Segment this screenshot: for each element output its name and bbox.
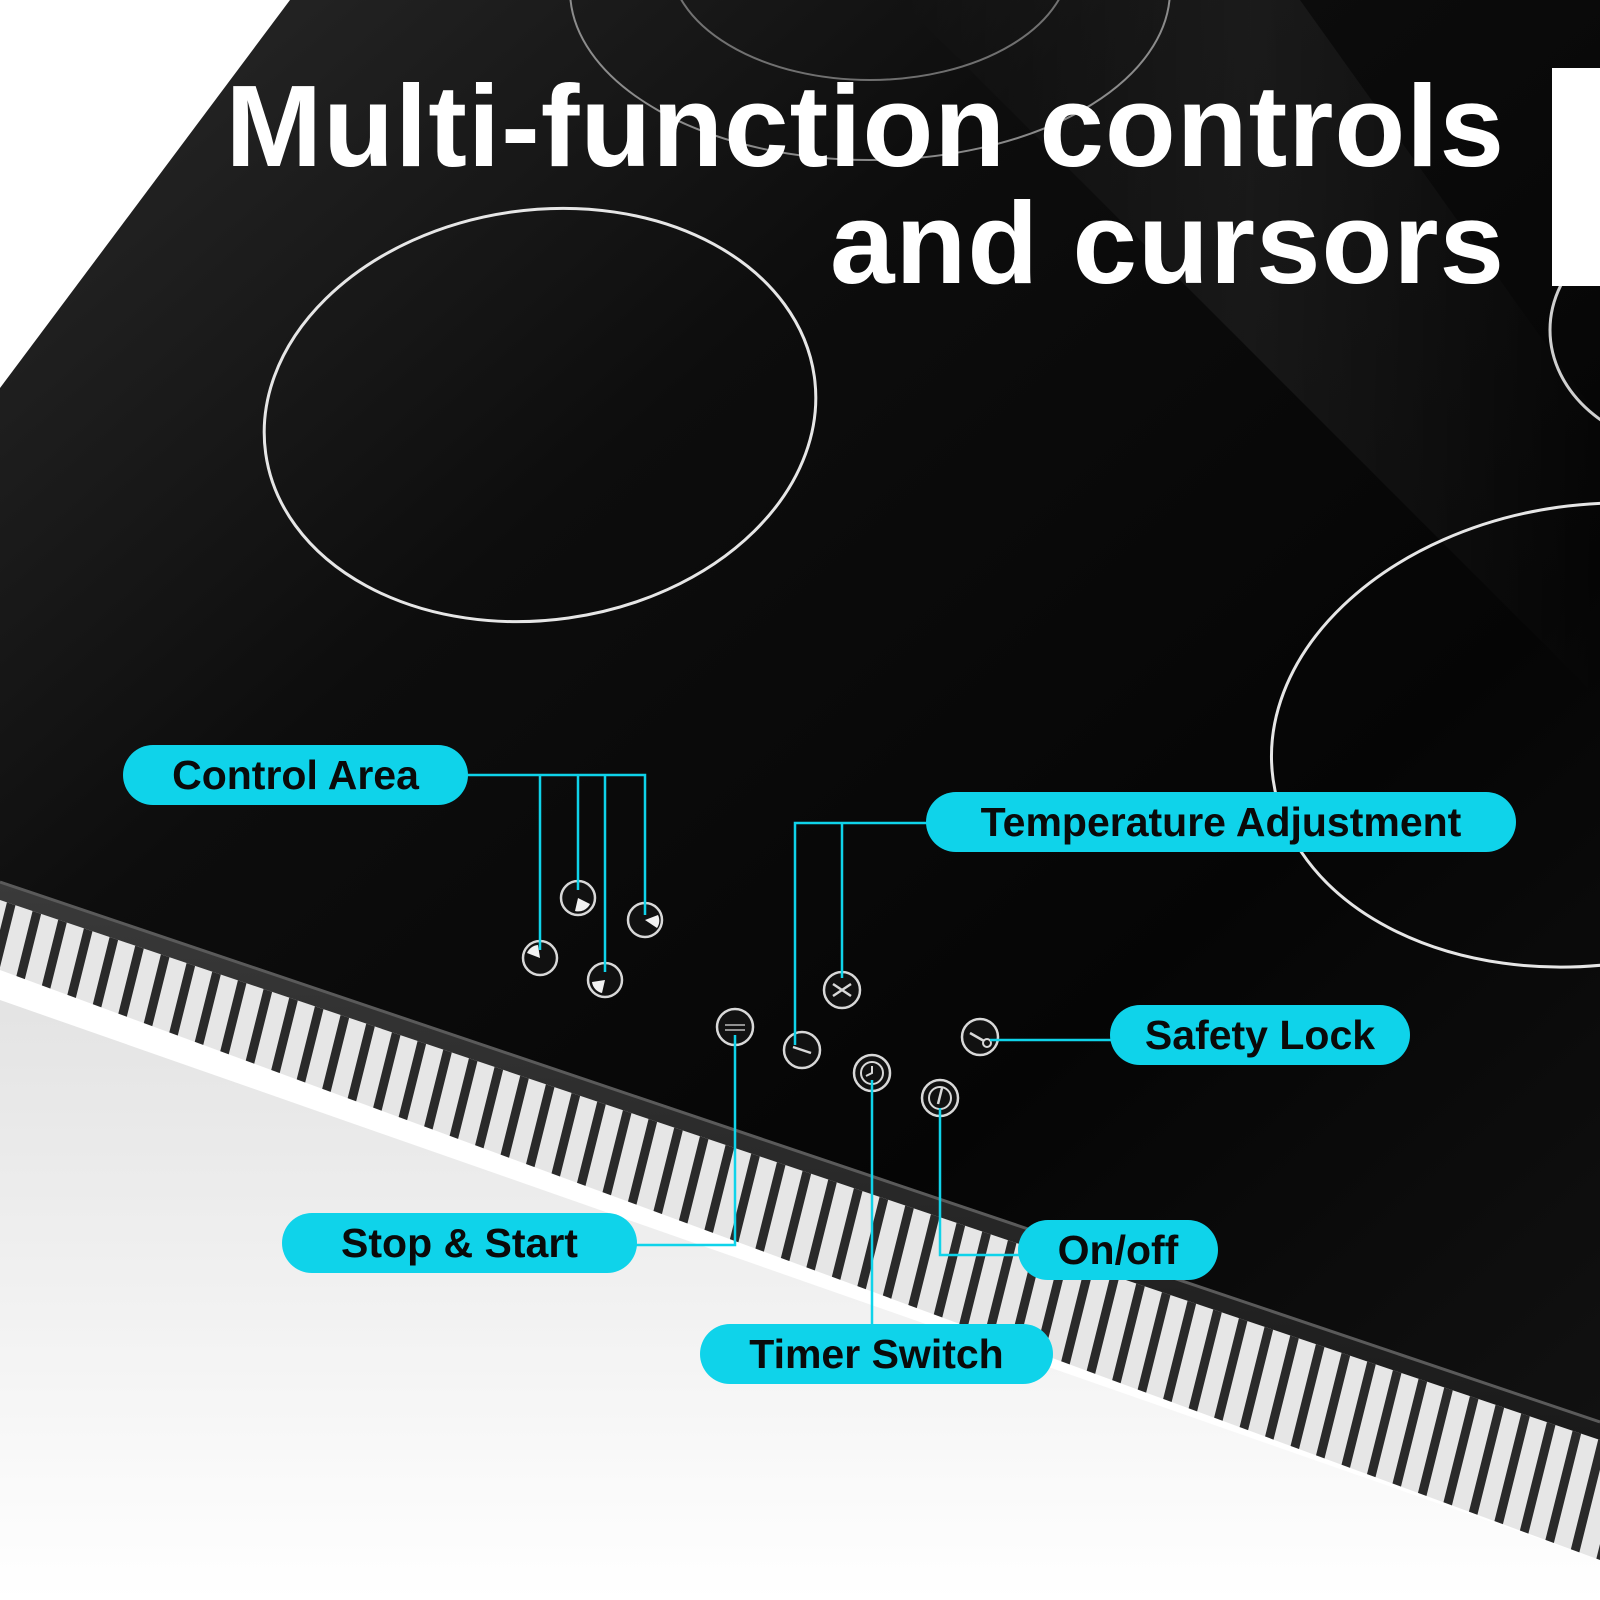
control-area-icon-right[interactable] [626, 901, 664, 939]
label-on-off: On/off [1018, 1220, 1218, 1280]
headline-line-2: and cursors [830, 178, 1505, 308]
glass-front-edge [0, 880, 1600, 1424]
plus-icon[interactable] [822, 970, 862, 1010]
headline-accent-bar [1552, 68, 1600, 286]
label-temperature-adjustment: Temperature Adjustment [926, 792, 1516, 852]
leader-on-off [938, 1108, 1020, 1257]
leader-stop-start [632, 1035, 737, 1247]
minus-icon[interactable] [782, 1030, 822, 1070]
label-stop-start: Stop & Start [282, 1213, 637, 1273]
glass-sheen [900, 0, 1600, 700]
leader-lines [460, 773, 1115, 1330]
control-area-icon-left[interactable] [521, 939, 559, 977]
label-safety-lock: Safety Lock [1110, 1005, 1410, 1065]
cooking-zone-top [569, 0, 1171, 161]
side-frame-ribs [0, 900, 1600, 1560]
cooking-zone-right [1270, 501, 1600, 969]
headline-line-1: Multi-function controls [225, 61, 1505, 191]
side-frame-top-rim [0, 880, 1600, 1440]
label-timer-switch: Timer Switch [700, 1324, 1053, 1384]
key-lock-icon[interactable] [960, 1017, 1000, 1057]
cooking-zone-far-right [1548, 238, 1600, 422]
leader-control-area [460, 773, 647, 972]
cooking-zone-left [262, 206, 818, 624]
label-control-area: Control Area [123, 745, 468, 805]
floor-shadow [0, 1000, 1600, 1600]
leader-temperature [793, 821, 932, 1045]
cooking-zone-top-inner [680, 0, 1060, 81]
glass-cooktop [0, 0, 1600, 1422]
